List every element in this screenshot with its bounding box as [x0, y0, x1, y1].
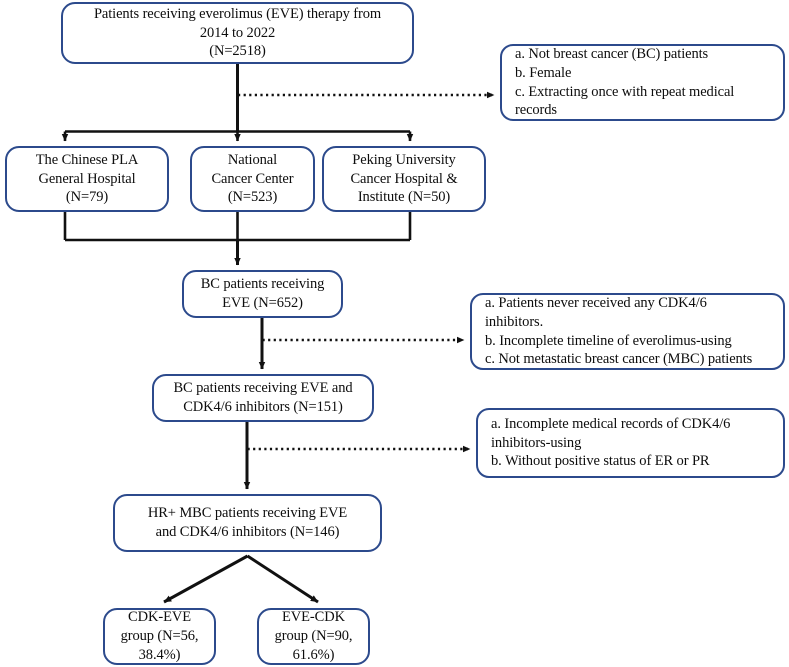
node-exclusion-3: a. Incomplete medical records of CDK4/6 …	[476, 408, 785, 478]
connector-to-group-eve-cdk	[246, 554, 319, 604]
node-site-peking-university: Peking University Cancer Hospital & Inst…	[322, 146, 486, 212]
node-hr-positive-mbc-cohort-text: HR+ MBC patients receiving EVE and CDK4/…	[147, 505, 348, 540]
node-bc-patients-receiving-eve: BC patients receiving EVE (N=652)	[182, 270, 343, 318]
node-source-cohort-text: Patients receiving everolimus (EVE) ther…	[93, 5, 382, 60]
node-site-peking-university-text: Peking University Cancer Hospital & Inst…	[350, 151, 458, 206]
node-group-eve-cdk-text: EVE-CDK group (N=90, 61.6%)	[274, 609, 353, 663]
node-site-national-cancer-center-text: National Cancer Center (N=523)	[211, 151, 294, 206]
node-group-cdk-eve-text: CDK-EVE group (N=56, 38.4%)	[120, 609, 199, 663]
node-site-chinese-pla: The Chinese PLA General Hospital (N=79)	[5, 146, 169, 212]
node-group-cdk-eve: CDK-EVE group (N=56, 38.4%)	[103, 608, 216, 665]
node-exclusion-3-text: a. Incomplete medical records of CDK4/6 …	[491, 415, 731, 470]
connector-to-group-cdk-eve	[163, 554, 249, 604]
node-exclusion-2: a. Patients never received any CDK4/6 in…	[470, 293, 785, 370]
node-exclusion-2-text: a. Patients never received any CDK4/6 in…	[485, 294, 753, 368]
node-hr-positive-mbc-cohort: HR+ MBC patients receiving EVE and CDK4/…	[113, 494, 382, 552]
node-site-national-cancer-center: National Cancer Center (N=523)	[190, 146, 315, 212]
node-source-cohort: Patients receiving everolimus (EVE) ther…	[61, 2, 414, 64]
node-exclusion-1-text: a. Not breast cancer (BC) patients b. Fe…	[515, 45, 735, 119]
node-group-eve-cdk: EVE-CDK group (N=90, 61.6%)	[257, 608, 370, 665]
node-exclusion-1: a. Not breast cancer (BC) patients b. Fe…	[500, 44, 785, 121]
node-bc-patients-eve-and-cdk46: BC patients receiving EVE and CDK4/6 inh…	[152, 374, 374, 422]
node-site-chinese-pla-text: The Chinese PLA General Hospital (N=79)	[35, 151, 139, 206]
node-bc-patients-eve-and-cdk46-text: BC patients receiving EVE and CDK4/6 inh…	[173, 380, 353, 415]
node-bc-patients-receiving-eve-text: BC patients receiving EVE (N=652)	[200, 276, 325, 311]
